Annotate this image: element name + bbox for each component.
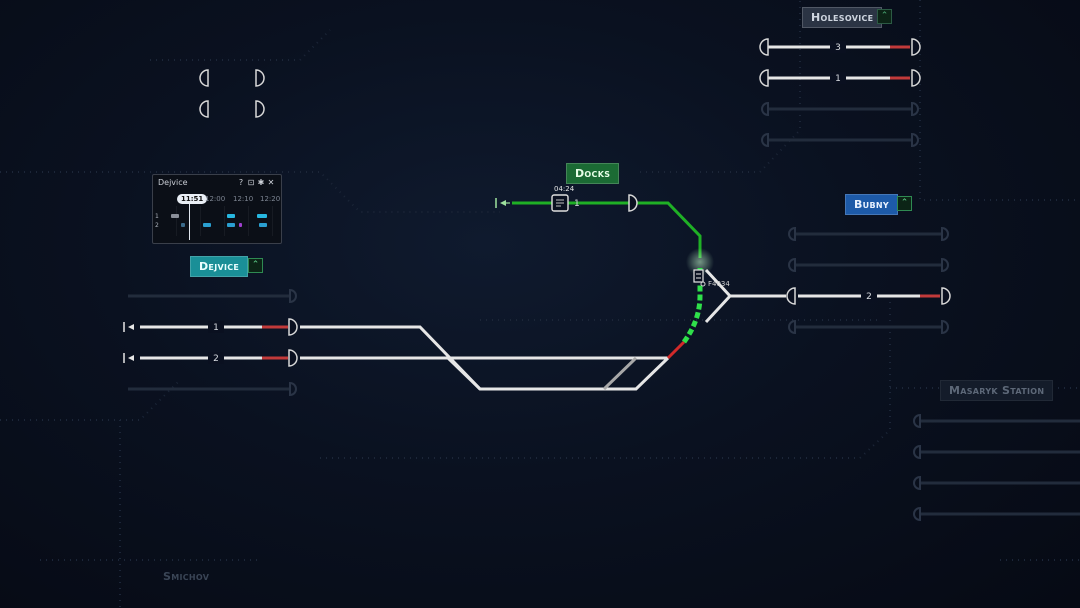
station-label-masaryk[interactable]: Masaryk Station: [940, 380, 1054, 401]
junction: [666, 268, 786, 360]
timetable-time-label: 12:20: [260, 195, 281, 203]
timetable-entry[interactable]: [181, 223, 185, 227]
holesovice-expand-button[interactable]: ⌃: [877, 9, 892, 24]
station-label-holesovice[interactable]: Holesovice: [802, 7, 883, 28]
timetable-entry[interactable]: [257, 214, 267, 218]
timetable-now-line: [189, 204, 190, 240]
train-id: F4034: [708, 280, 730, 288]
docks-timer: 04:24: [554, 185, 575, 193]
dejvice-signal-1[interactable]: [288, 318, 298, 336]
timetable-header: Dejvice ? ⊡ ✱ ✕: [153, 175, 281, 189]
station-label-smichov[interactable]: Smichov: [163, 570, 210, 583]
timetable-entry[interactable]: [203, 223, 211, 227]
timetable-time-label: 12:00: [205, 195, 226, 203]
timetable-row: 1: [153, 213, 281, 222]
dejvice-platform-1-number: 1: [213, 323, 219, 333]
docks-platform-marker: 04:24 1: [551, 185, 580, 212]
upper-left-tracks: [199, 69, 265, 118]
dejvice-expand-button[interactable]: ⌃: [248, 258, 263, 273]
station-label-bubny[interactable]: Bubny: [845, 194, 898, 215]
station-label-dejvice[interactable]: Dejvice: [190, 256, 249, 277]
dejvice-signal-2[interactable]: [288, 349, 298, 367]
timetable-grid: [153, 206, 279, 236]
bubny-platform-number: 2: [866, 292, 872, 302]
bubny-track: 2: [798, 290, 940, 302]
bubny-signal-east[interactable]: [941, 287, 951, 305]
bubny-signal-west[interactable]: [786, 287, 796, 305]
timetable-title: Dejvice: [158, 177, 188, 187]
docks-signal[interactable]: [628, 194, 638, 212]
bubny-expand-button[interactable]: ⌃: [897, 196, 912, 211]
train-marker[interactable]: F4034: [693, 269, 730, 288]
dejvice-entries: [123, 322, 134, 363]
timetable-entry[interactable]: [171, 214, 179, 218]
holesovice-platform-2-number: 1: [835, 74, 841, 84]
timetable-time-label: 12:10: [233, 195, 254, 203]
dejvice-platform-2-number: 2: [213, 354, 219, 364]
holesovice-tracks: 3 1: [759, 38, 921, 87]
timetable-entry[interactable]: [239, 223, 242, 227]
help-icon[interactable]: ?: [238, 177, 244, 187]
lock-icon[interactable]: ⊡: [247, 177, 255, 187]
timetable-entry[interactable]: [259, 223, 267, 227]
timetable-row-number: 1: [155, 213, 159, 220]
timetable-current-time: 11:51: [177, 194, 208, 204]
docks-platform-number: 1: [574, 199, 580, 209]
timetable-timeline: 11:51 12:00 12:10 12:20: [153, 194, 281, 204]
docks-entry: [495, 198, 510, 208]
holesovice-platform-1-number: 3: [835, 43, 841, 53]
timetable-panel: Dejvice ? ⊡ ✱ ✕ 11:51 12:00 12:10 12:20 …: [152, 174, 282, 244]
docks-route: [512, 201, 714, 276]
close-icon[interactable]: ✕: [267, 177, 275, 187]
timetable-entry[interactable]: [227, 223, 235, 227]
gear-icon[interactable]: ✱: [257, 177, 265, 187]
station-label-docks[interactable]: Docks: [566, 163, 620, 184]
timetable-entry[interactable]: [227, 214, 235, 218]
dim-signals: [289, 101, 949, 522]
timetable-row-number: 2: [155, 222, 159, 229]
dim-tracks: [128, 107, 1080, 516]
timetable-row: 2: [153, 222, 281, 231]
